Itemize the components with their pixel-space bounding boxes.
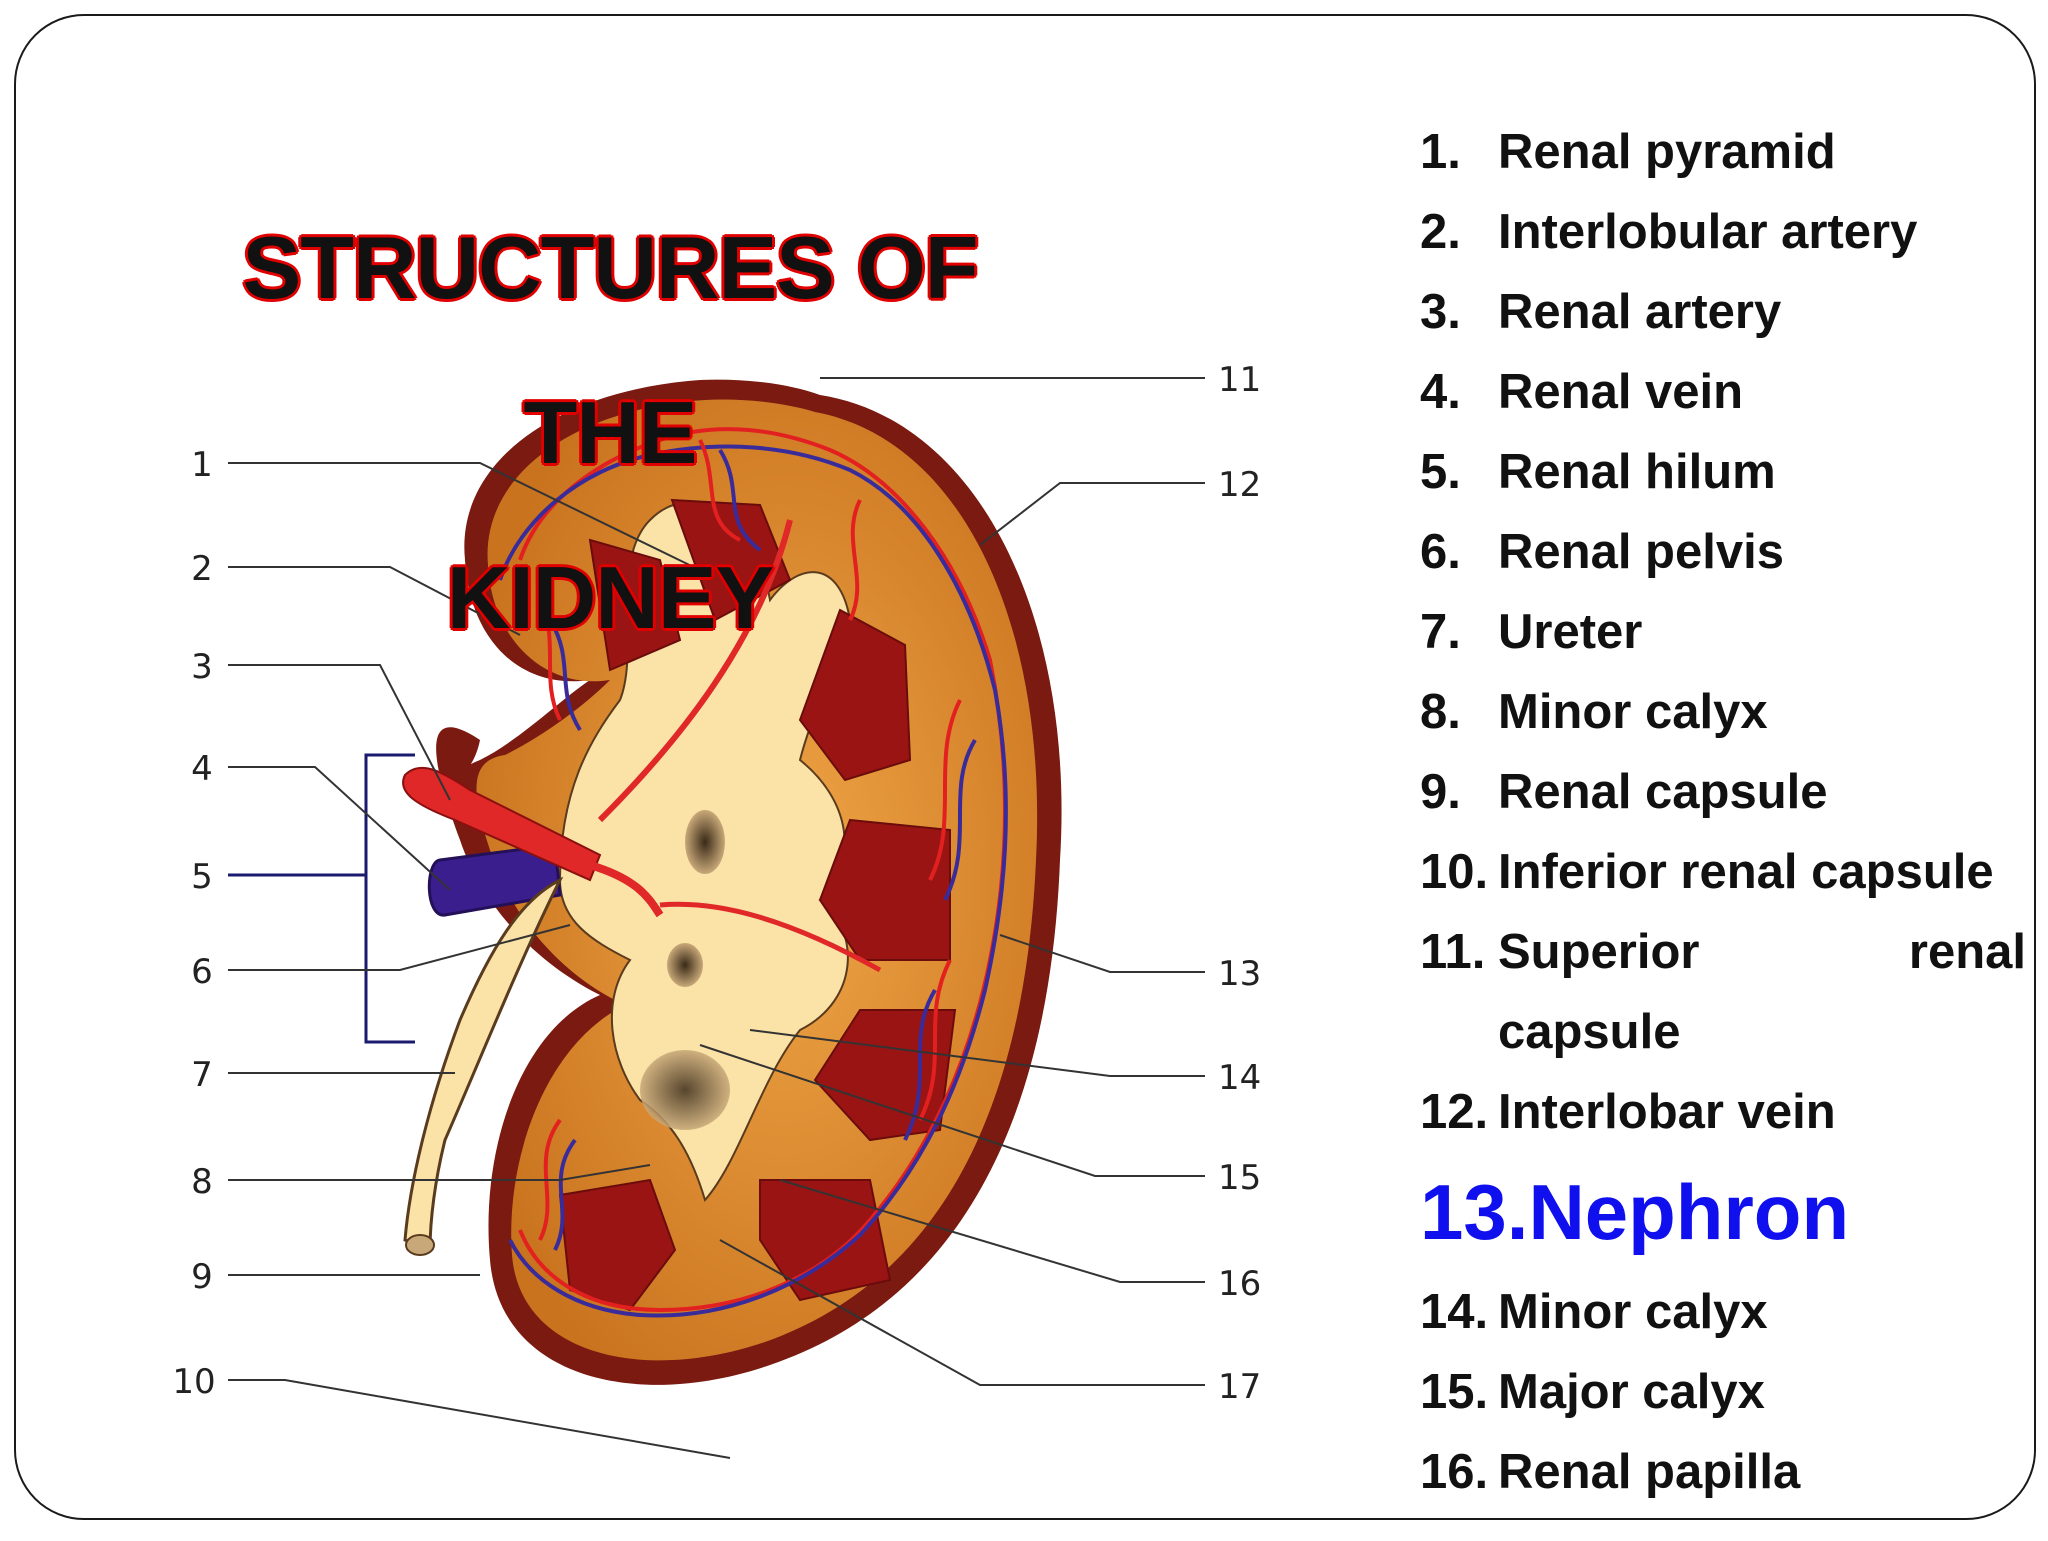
kidney-illustration: 1 2 3 4 5 6 7 8 9 10 11 12 13 14 15 16 1… xyxy=(172,360,1261,1459)
legend-label: Minor calyx xyxy=(1498,685,1768,739)
renal-vein xyxy=(427,843,562,917)
legend-item: 2. Interlobular artery xyxy=(1420,192,2026,272)
legend-item: 11.Superior renal capsule xyxy=(1420,912,2026,1072)
callout-13: 13 xyxy=(1218,954,1261,994)
legend-number: 14. xyxy=(1420,1285,1489,1339)
hilum-bracket xyxy=(228,753,415,1044)
legend-number: 15. xyxy=(1420,1365,1489,1419)
legend-number: 3. xyxy=(1420,285,1461,339)
legend-number: 10. xyxy=(1420,845,1489,899)
callout-10: 10 xyxy=(172,1362,215,1402)
callout-2: 2 xyxy=(191,549,213,589)
legend-label: Superior renal capsule xyxy=(1498,925,2026,1059)
legend-number: 12. xyxy=(1420,1085,1489,1139)
legend-item: 12.Interlobar vein xyxy=(1420,1072,2026,1152)
legend-number: 4. xyxy=(1420,365,1461,419)
legend-item: 6. Renal pelvis xyxy=(1420,512,2026,592)
renal-pelvis-region xyxy=(558,502,852,1203)
legend-item: 9. Renal capsule xyxy=(1420,752,2026,832)
legend-item: 15.Major calyx xyxy=(1420,1352,2026,1432)
legend-item: 16.Renal papilla xyxy=(1420,1432,2026,1512)
legend-label: Ureter xyxy=(1498,605,1643,659)
callout-16: 16 xyxy=(1218,1264,1261,1304)
legend-number: 6. xyxy=(1420,525,1461,579)
legend-label: Renal capsule xyxy=(1498,765,1828,819)
callout-12: 12 xyxy=(1218,465,1261,505)
legend-label: Minor calyx xyxy=(1498,1285,1768,1339)
leader-lines xyxy=(228,377,1205,1459)
legend-label: Interlobular artery xyxy=(1498,205,1918,259)
callout-14: 14 xyxy=(1218,1058,1261,1098)
legend-item: 14.Minor calyx xyxy=(1420,1272,2026,1352)
callout-9: 9 xyxy=(191,1257,213,1297)
legend-item: 8. Minor calyx xyxy=(1420,672,2026,752)
callout-3: 3 xyxy=(191,647,213,687)
legend-label: Renal artery xyxy=(1498,285,1782,339)
legend-item: 4. Renal vein xyxy=(1420,352,2026,432)
legend-number: 11. xyxy=(1420,925,1486,979)
legend-number: 1. xyxy=(1420,125,1461,179)
legend-number: 16. xyxy=(1420,1445,1489,1499)
callout-8: 8 xyxy=(191,1162,213,1202)
callout-1: 1 xyxy=(191,445,213,485)
slide-title: STRUCTURES OF THE KIDNEY xyxy=(180,185,1040,680)
legend-label: Inferior renal capsule xyxy=(1498,845,1994,899)
legend-item: 5. Renal hilum xyxy=(1420,432,2026,512)
structure-legend: 1. Renal pyramid 2. Interlobular artery 3.… xyxy=(1420,112,2026,1512)
legend-number: 7. xyxy=(1420,605,1461,659)
callout-4: 4 xyxy=(191,749,213,789)
legend-number: 13. xyxy=(1420,1168,1529,1256)
title-line-2: KIDNEY xyxy=(446,548,775,647)
legend-label: Renal papilla xyxy=(1498,1445,1801,1499)
legend-item: 7. Ureter xyxy=(1420,592,2026,672)
legend-number: 2. xyxy=(1420,205,1461,259)
legend-number: 9. xyxy=(1420,765,1461,819)
legend-label: Renal hilum xyxy=(1498,445,1776,499)
legend-label: Renal vein xyxy=(1498,365,1744,419)
legend-label: Interlobar vein xyxy=(1498,1085,1836,1139)
callout-17: 17 xyxy=(1218,1367,1261,1407)
callout-6: 6 xyxy=(191,952,213,992)
legend-item: 10.Inferior renal capsule xyxy=(1420,832,2026,912)
kidney-diagram: 1 2 3 4 5 6 7 8 9 10 11 12 13 14 15 16 1… xyxy=(172,185,1261,1459)
ureter xyxy=(403,876,564,1256)
legend-number: 5. xyxy=(1420,445,1461,499)
callout-11: 11 xyxy=(1218,360,1261,400)
legend-label: Renal pelvis xyxy=(1498,525,1784,579)
callout-5: 5 xyxy=(191,857,213,897)
renal-artery xyxy=(402,519,882,973)
legend-item: 1. Renal pyramid xyxy=(1420,112,2026,192)
legend-label: Nephron xyxy=(1528,1168,1850,1256)
title-line-1: STRUCTURES OF THE xyxy=(242,218,979,482)
legend-number: 8. xyxy=(1420,685,1461,739)
legend-item: 3. Renal artery xyxy=(1420,272,2026,352)
legend-label: Major calyx xyxy=(1498,1365,1765,1419)
legend-label: Renal pyramid xyxy=(1498,125,1836,179)
callout-7: 7 xyxy=(191,1055,213,1095)
callout-numbers: 1 2 3 4 5 6 7 8 9 10 11 12 13 14 15 16 1… xyxy=(172,360,1261,1407)
callout-15: 15 xyxy=(1218,1158,1261,1198)
legend-item-highlighted: 13.Nephron xyxy=(1420,1152,2026,1272)
